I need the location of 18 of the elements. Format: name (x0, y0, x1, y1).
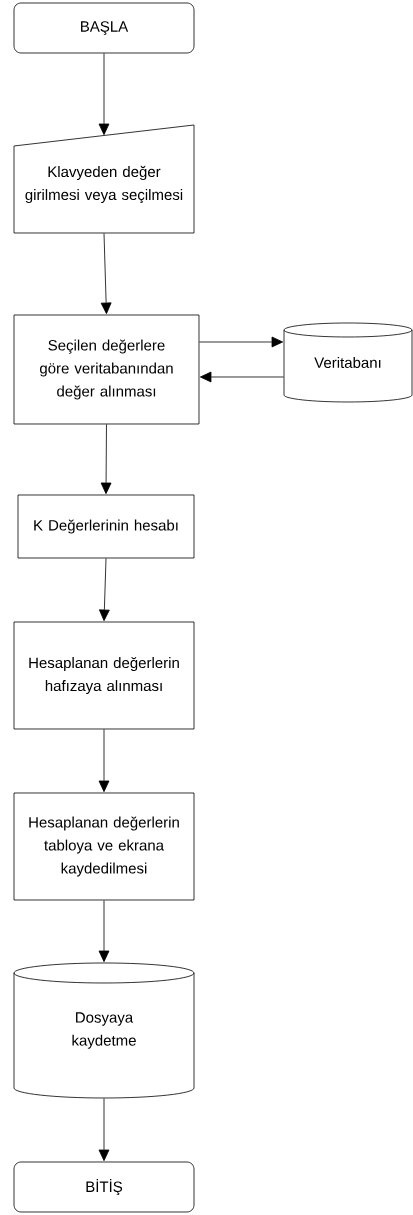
manual-input-box: Klavyeden değer girilmesi veya seçilmesi (13, 124, 195, 234)
arrow (199, 371, 284, 383)
process-box: Hesaplanan değerlerin hafızaya alınması (13, 621, 195, 730)
process-box: K Değerlerinin hesabı (17, 494, 195, 559)
arrow (199, 336, 284, 348)
arrow (98, 53, 110, 136)
terminal-box: BİTİŞ (13, 1161, 195, 1213)
terminal-box: BAŞLA (13, 2, 195, 54)
database-cylinder: Dosyaya kaydetme (13, 962, 195, 1099)
arrow (98, 1098, 110, 1162)
arrow (99, 558, 110, 622)
process-box: Hesaplanan değerlerin tabloya ve ekrana kaydedilmesi (13, 792, 195, 901)
arrow (98, 729, 110, 793)
database-cylinder: Veritabanı (283, 322, 413, 403)
arrow (98, 900, 110, 963)
arrow (100, 233, 112, 315)
arrow (100, 424, 112, 495)
process-box: Seçilen değerlere göre veritabanından değer alınması (13, 314, 200, 425)
